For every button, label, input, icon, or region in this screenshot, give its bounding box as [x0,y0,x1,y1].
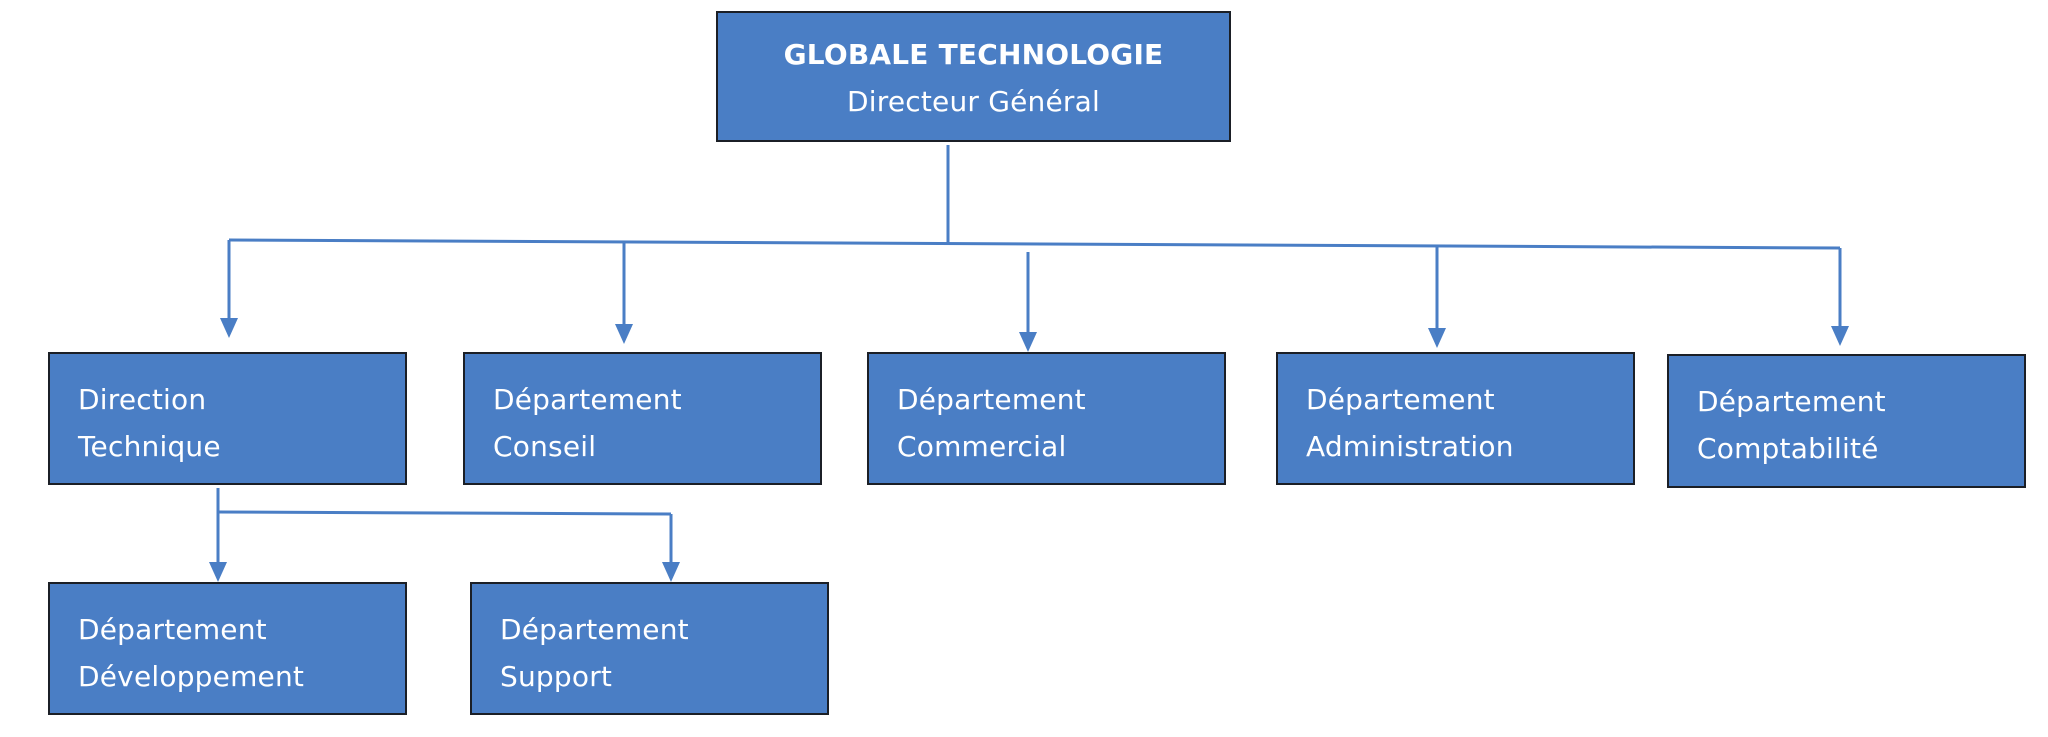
node-label-line2: Comptabilité [1697,432,1879,465]
node-label-line2: Technique [78,430,221,463]
node-departement-conseil: Département Conseil [463,352,822,485]
node-label-line1: Département [78,613,267,646]
node-departement-commercial: Département Commercial [867,352,1226,485]
node-label-line1: Département [493,383,682,416]
node-departement-comptabilite: Département Comptabilité [1667,354,2026,488]
node-label-line2: Développement [78,660,305,693]
arrowhead-departement-commercial [1019,332,1037,352]
arrowhead-departement-conseil [615,324,633,344]
level1-bus-line [228,238,1841,250]
level2-bus-line [217,510,672,516]
node-directeur-general: GLOBALE TECHNOLOGIE Directeur Général [716,11,1231,142]
node-departement-administration: Département Administration [1276,352,1635,485]
node-label-line1: Département [1306,383,1495,416]
arrowhead-departement-developpement [209,562,227,582]
node-departement-support: Département Support [470,582,829,715]
arrowhead-departement-support [662,562,680,582]
node-label-line1: Département [1697,385,1886,418]
node-departement-developpement: Département Développement [48,582,407,715]
node-label-line2: Conseil [493,430,597,463]
node-directeur-general-subtitle: Directeur Général [847,85,1100,118]
node-directeur-general-title: GLOBALE TECHNOLOGIE [783,38,1164,71]
node-label-line1: Direction [78,383,207,416]
node-direction-technique: Direction Technique [48,352,407,485]
node-label-line1: Département [500,613,689,646]
node-label-line2: Support [500,660,613,693]
arrowhead-departement-administration [1428,328,1446,348]
arrowhead-direction-technique [220,318,238,338]
arrowhead-departement-comptabilite [1831,326,1849,346]
node-label-line1: Département [897,383,1086,416]
node-label-line2: Commercial [897,430,1067,463]
node-label-line2: Administration [1306,430,1514,463]
